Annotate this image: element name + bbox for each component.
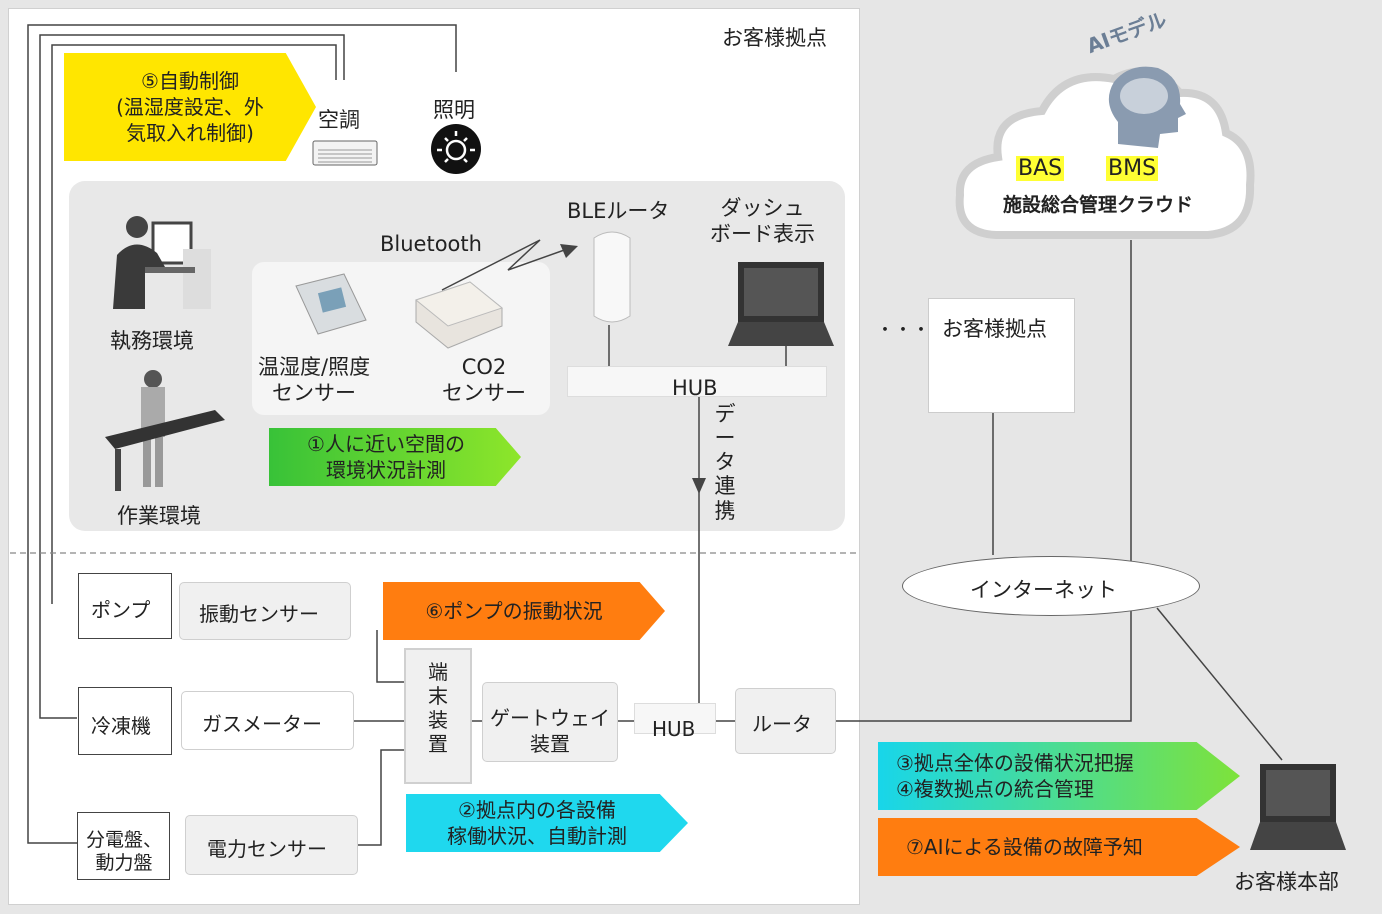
hq-laptop-icon: [1250, 762, 1346, 852]
pump-label: ポンプ: [91, 598, 151, 622]
terminal-label: 端末装置: [428, 660, 448, 756]
chiller-box: [78, 687, 172, 755]
lighting-label: 照明: [433, 98, 475, 122]
router-box: [735, 688, 836, 754]
equipment-measure-arrow: ②拠点内の各設備 稼働状況、自動計測: [406, 794, 688, 852]
terminal-box: [404, 648, 472, 784]
power-sensor-box: [185, 815, 358, 875]
router-label: ルータ: [752, 712, 812, 736]
pump-vibration-arrow: ⑥ポンプの振動状況: [383, 582, 665, 640]
bms-label: BMS: [1106, 156, 1159, 181]
panel-box: [77, 812, 170, 880]
integrated-label: ③拠点全体の設備状況把握 ④複数拠点の統合管理: [896, 751, 1134, 801]
co2-sensor-icon: [412, 278, 504, 352]
gateway-box: [482, 682, 618, 762]
laptop-icon: [728, 260, 834, 346]
gas-meter-label: ガスメーター: [202, 712, 322, 736]
other-site-label: お客様拠点: [942, 317, 1047, 341]
vibration-sensor-label: 振動センサー: [199, 602, 319, 626]
office-env-label: 執務環境: [110, 329, 194, 353]
other-site-box: [928, 298, 1075, 413]
internet-label: インターネット: [970, 578, 1117, 602]
ai-prediction-label: ⑦AIによる設備の故障予知: [906, 835, 1143, 859]
power-sensor-label: 電力センサー: [207, 837, 327, 861]
ble-router-label: BLEルータ: [567, 199, 670, 223]
cloud-title: 施設総合管理クラウド: [1003, 194, 1194, 216]
hq-label: お客様本部: [1234, 870, 1339, 894]
co2-sensor-label: CO2 センサー: [442, 355, 526, 406]
auto-control-label: ⑤自動制御 (温湿度設定、外 気取入れ制御): [116, 69, 264, 145]
equipment-measure-label: ②拠点内の各設備 稼働状況、自動計測: [447, 798, 627, 848]
bluetooth-label: Bluetooth: [380, 232, 482, 256]
auto-control-arrow: ⑤自動制御 (温湿度設定、外 気取入れ制御): [64, 53, 316, 161]
vibration-sensor-box: [179, 582, 351, 640]
office-worker-icon: [105, 205, 211, 309]
ellipsis: ・・・: [876, 320, 930, 341]
temp-sensor-icon: [292, 272, 368, 336]
measure-label: ①人に近い空間の 環境状況計測: [307, 432, 465, 482]
pump-vibration-label: ⑥ポンプの振動状況: [425, 599, 603, 623]
hub-upper: [567, 366, 827, 397]
hub-lower-label: HUB: [652, 717, 696, 741]
factory-env-label: 作業環境: [117, 504, 201, 528]
site-title: お客様拠点: [722, 26, 827, 50]
gateway-label: ゲートウェイ 装置: [490, 706, 610, 756]
ai-prediction-arrow: ⑦AIによる設備の故障予知: [878, 818, 1240, 876]
integrated-arrow: ③拠点全体の設備状況把握 ④複数拠点の統合管理: [878, 742, 1240, 810]
data-link-label: データ連携: [714, 402, 736, 523]
internet-ellipse: [902, 556, 1200, 616]
measure-arrow: ①人に近い空間の 環境状況計測: [269, 428, 521, 486]
aircon-label: 空調: [318, 108, 360, 132]
gas-meter-box: [181, 691, 354, 750]
light-bulb-icon: [430, 123, 482, 175]
chiller-label: 冷凍機: [91, 714, 151, 738]
factory-worker-icon: [105, 365, 225, 491]
aircon-icon: [312, 140, 378, 166]
hub-upper-label: HUB: [672, 376, 718, 400]
panel-label: 分電盤、 動力盤: [85, 829, 162, 874]
ble-router-icon: [590, 228, 634, 326]
bas-label: BAS: [1016, 156, 1065, 181]
dashboard-label: ダッシュ ボード表示: [710, 196, 815, 247]
hub-lower: [634, 703, 716, 734]
pump-box: [78, 573, 172, 639]
temp-sensor-label: 温湿度/照度 センサー: [258, 355, 371, 406]
ai-brain-icon: [1100, 62, 1188, 152]
